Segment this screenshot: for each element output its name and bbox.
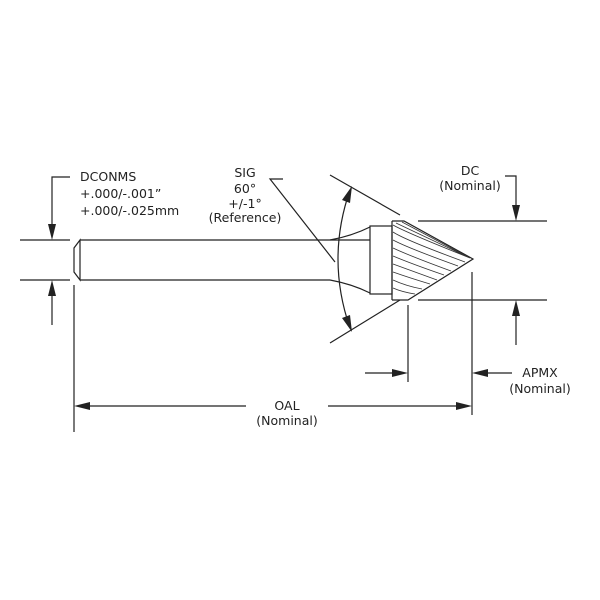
dconms-tolerance-in: +.000/-.001” (80, 186, 161, 201)
tool-outline (73, 220, 475, 301)
flutes (392, 221, 471, 295)
dconms-tolerance-mm: +.000/-.025mm (80, 203, 179, 218)
oal-dimension: OAL (Nominal) (73, 285, 472, 432)
oal-label: OAL (274, 398, 299, 413)
dc-note: (Nominal) (439, 178, 500, 193)
sig-label: SIG (234, 165, 255, 180)
apmx-note: (Nominal) (509, 381, 570, 396)
sig-dimension: SIG 60° +/-1° (Reference) (209, 165, 401, 344)
dconms-dimension: DCONMS +.000/-.001” +.000/-.025mm (20, 169, 179, 325)
sig-value: 60° (234, 181, 256, 196)
apmx-dimension: APMX (Nominal) (365, 272, 571, 415)
sig-tolerance: +/-1° (228, 196, 261, 211)
dconms-label: DCONMS (80, 169, 136, 184)
apmx-label: APMX (522, 365, 558, 380)
dc-dimension: DC (Nominal) (418, 163, 547, 345)
oal-note: (Nominal) (256, 413, 317, 428)
dc-label: DC (461, 163, 480, 178)
sig-note: (Reference) (209, 210, 282, 225)
